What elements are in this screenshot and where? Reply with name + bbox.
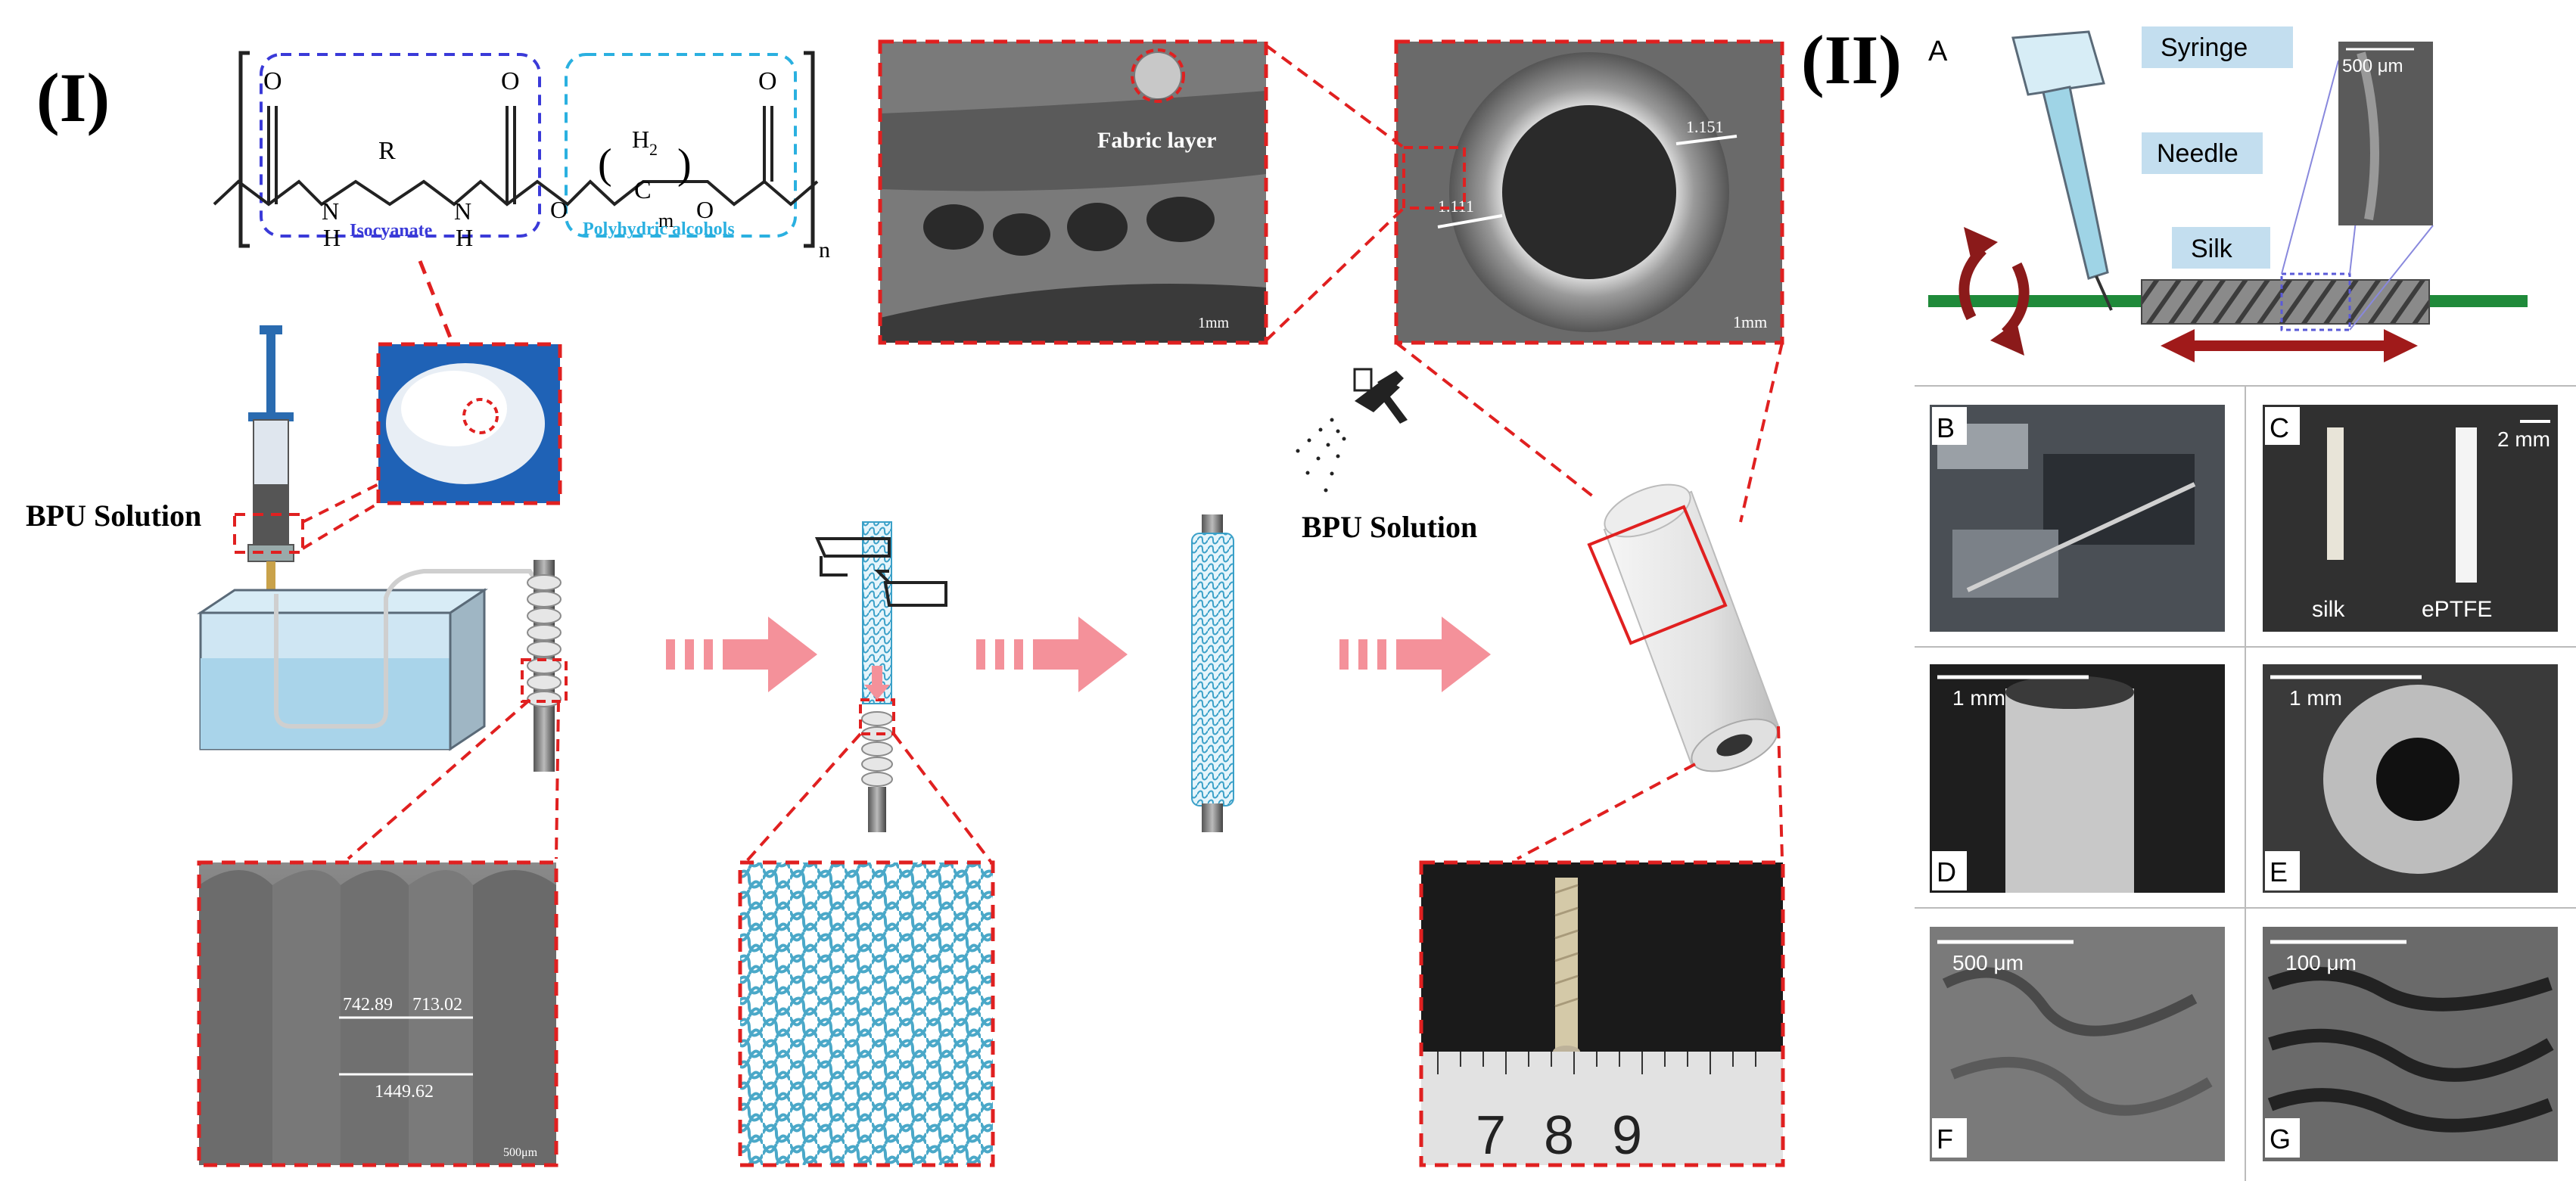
process-arrow-3 [1339,617,1491,692]
scale-d: 1 mm [1952,686,2005,710]
formula-c: C [634,176,652,204]
sem-cross-scale: 1mm [1198,315,1230,331]
ruler-7: 7 [1476,1105,1506,1166]
label-f: F [1937,1124,1953,1155]
sem-ring-image: 1.151 1.111 1mm [1394,39,1784,345]
ring-thickness-right: 1.151 [1686,117,1724,136]
ruler-8: 8 [1544,1105,1574,1166]
scale-a: 500 μm [2342,56,2403,76]
scale-c: 2 mm [2497,427,2550,451]
sem-dim-total: 1449.62 [375,1082,434,1102]
sem-ring-scale: 1mm [1733,312,1767,331]
fabric-layer-label: Fabric layer [1097,128,1216,153]
process-arrow-1 [666,617,817,692]
spray-gun-icon [1296,368,1408,493]
graft-ruler-photo: 7 8 9 [1419,860,1785,1167]
formula-h1: H [323,224,341,251]
formula-o3b: O [696,196,714,223]
sem-e: 1 mm E [2263,664,2558,893]
formula-r: R [378,137,396,165]
scale-g: 100 μm [2285,951,2357,974]
formula-n1: N [322,197,339,225]
label-c: C [2270,412,2289,443]
polyol-box [565,53,797,238]
hand-icons [814,537,947,607]
knitted-sleeve-on-mandrel [859,521,895,832]
bpu-solution-label-spray: BPU Solution [1302,510,1477,544]
label-g: G [2270,1124,2291,1155]
vascular-graft-tube [1587,483,1780,772]
sem-mandrel-image: 742.89 713.02 1449.62 500μm [197,860,558,1167]
process-arrow-2 [976,617,1128,692]
syringe-label: Syringe [2161,33,2248,62]
sem-d: 1 mm D [1930,664,2225,893]
c-eptfe-label: ePTFE [2422,597,2492,622]
bpu-solution-label-left: BPU Solution [26,499,201,533]
mandrel-with-fiber [521,560,568,772]
formula-h2-h: H [632,126,649,153]
isocyanate-box [260,53,541,238]
sem-mandrel-scale: 500μm [503,1146,538,1159]
bpu-granules-photo [376,342,562,505]
sem-cross-section: Fabric layer 1mm [878,39,1268,345]
formula-h2: H [456,224,473,251]
coagulation-bath [197,569,540,751]
formula-h2-sub: 2 [649,140,658,159]
knit-structure-closeup [738,860,995,1167]
scale-e: 1 mm [2289,686,2342,710]
photo-c: C 2 mm silk ePTFE [2263,405,2558,632]
panel-i-label: (I) [36,59,110,136]
sem-dim-1: 742.89 [343,995,393,1015]
polyol-label: Polyhydric alcohols [583,219,735,239]
sem-f: 500 μm F [1930,927,2225,1161]
knitted-sleeve-stage3 [1191,514,1234,832]
grid-dividers [1915,385,2576,1181]
pu-structural-formula: O O O R N N H H O O H 2 C m n ( ) Isocya… [213,51,830,263]
ring-thickness-left: 1.111 [1438,197,1474,216]
formula-o3: O [550,196,568,223]
isocyanate-label: Isocyanate [350,221,433,241]
label-d: D [1937,856,1956,887]
silk-label: Silk [2191,235,2233,263]
ruler-9: 9 [1612,1105,1642,1166]
label-b: B [1937,412,1955,443]
formula-n2: N [454,197,471,225]
c-silk-label: silk [2312,597,2345,622]
photo-b: B [1930,405,2225,632]
electrospinning-schematic: 500 μm Syringe Needle Silk [1928,26,2528,362]
formula-o4: O [758,67,777,95]
formula-n-sub: n [819,238,830,263]
sem-g: 100 μm G [2263,927,2558,1161]
needle-label: Needle [2157,139,2238,168]
subpanel-a-label: A [1928,36,1948,67]
formula-o2: O [501,67,520,95]
panel-ii-label: (II) [1801,21,1902,98]
scale-f: 500 μm [1952,951,2024,974]
sem-dim-2: 713.02 [412,995,462,1015]
label-e: E [2270,856,2288,887]
svg-text:(: ( [598,141,612,188]
formula-o1: O [263,67,282,95]
formula-m: m [658,210,674,232]
svg-text:): ) [677,141,692,188]
